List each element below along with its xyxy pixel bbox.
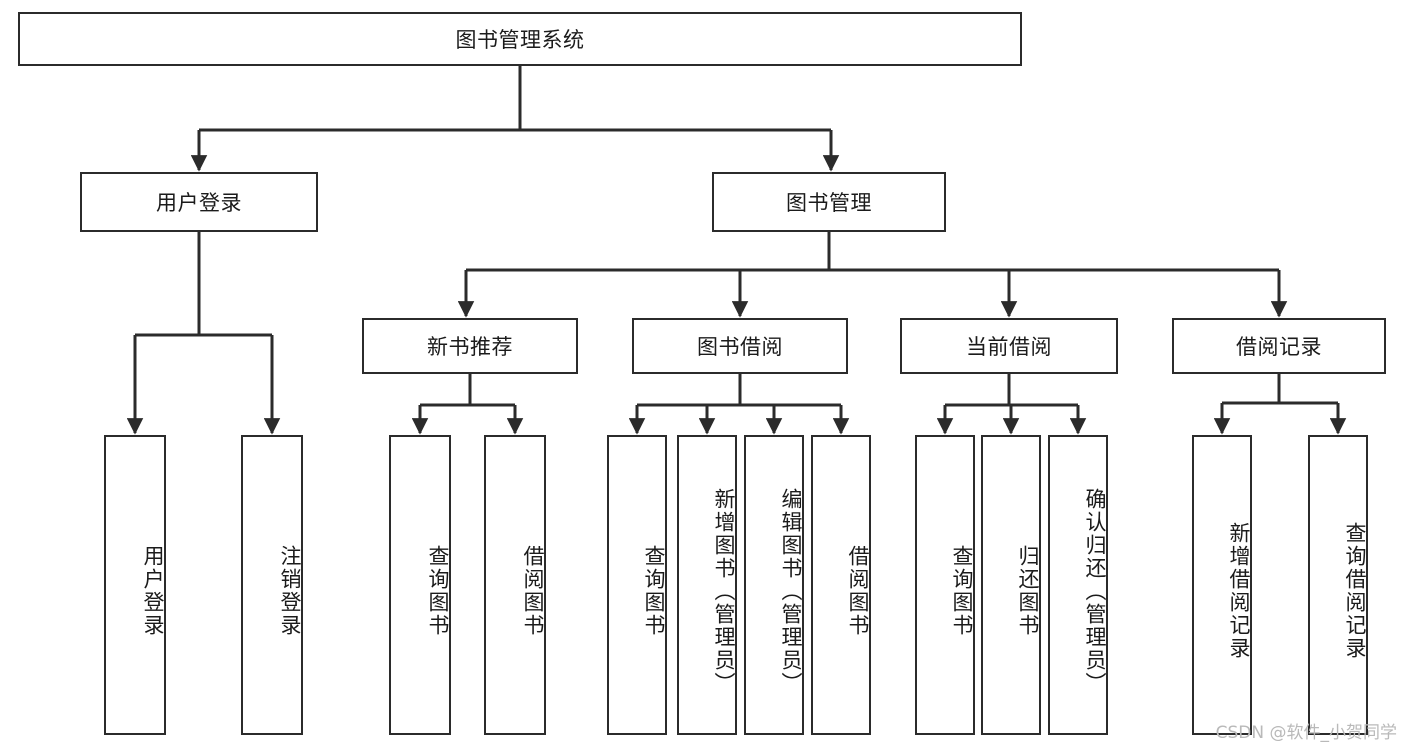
- node-leaf-query-borrow-record-label: 查询借阅记录: [1343, 522, 1367, 660]
- node-root-label: 图书管理系统: [455, 28, 585, 52]
- node-leaf-query-book-3[interactable]: 查询图书: [915, 435, 975, 735]
- node-borrow-record[interactable]: 借阅记录: [1172, 318, 1386, 374]
- node-leaf-logout[interactable]: 注销登录: [241, 435, 303, 735]
- node-leaf-borrow-book-1[interactable]: 借阅图书: [484, 435, 546, 735]
- node-leaf-query-book-2[interactable]: 查询图书: [607, 435, 667, 735]
- node-current-borrow[interactable]: 当前借阅: [900, 318, 1118, 374]
- node-leaf-borrow-book-1-label: 借阅图书: [521, 545, 545, 637]
- node-leaf-user-login-label: 用户登录: [141, 545, 165, 637]
- node-leaf-query-book-1[interactable]: 查询图书: [389, 435, 451, 735]
- node-leaf-add-borrow-record-label: 新增借阅记录: [1227, 522, 1251, 660]
- node-leaf-user-login[interactable]: 用户登录: [104, 435, 166, 735]
- watermark: CSDN @软件_小贺同学: [1215, 723, 1397, 743]
- node-leaf-return-book[interactable]: 归还图书: [981, 435, 1041, 735]
- node-leaf-query-book-3-label: 查询图书: [950, 545, 974, 637]
- node-leaf-borrow-book-2[interactable]: 借阅图书: [811, 435, 871, 735]
- node-root[interactable]: 图书管理系统: [18, 12, 1022, 66]
- node-leaf-query-book-2-label: 查询图书: [642, 545, 666, 637]
- node-leaf-query-borrow-record[interactable]: 查询借阅记录: [1308, 435, 1368, 735]
- node-leaf-add-book-admin-label: 新增图书（管理员）: [712, 487, 736, 695]
- node-borrow-record-label: 借阅记录: [1236, 335, 1322, 359]
- node-user-login-label: 用户登录: [156, 191, 242, 215]
- node-leaf-add-book-admin[interactable]: 新增图书（管理员）: [677, 435, 737, 735]
- node-new-book-recommend[interactable]: 新书推荐: [362, 318, 578, 374]
- node-leaf-edit-book-admin-label: 编辑图书（管理员）: [779, 487, 803, 695]
- node-leaf-add-borrow-record[interactable]: 新增借阅记录: [1192, 435, 1252, 735]
- node-leaf-query-book-1-label: 查询图书: [426, 545, 450, 637]
- node-current-borrow-label: 当前借阅: [966, 335, 1052, 359]
- node-leaf-borrow-book-2-label: 借阅图书: [846, 545, 870, 637]
- node-leaf-logout-label: 注销登录: [278, 545, 302, 637]
- node-leaf-edit-book-admin[interactable]: 编辑图书（管理员）: [744, 435, 804, 735]
- node-leaf-return-book-label: 归还图书: [1016, 545, 1040, 637]
- node-new-book-recommend-label: 新书推荐: [427, 335, 513, 359]
- node-user-login[interactable]: 用户登录: [80, 172, 318, 232]
- node-book-manage[interactable]: 图书管理: [712, 172, 946, 232]
- node-leaf-confirm-return-admin-label: 确认归还（管理员）: [1083, 487, 1107, 695]
- node-book-manage-label: 图书管理: [786, 191, 872, 215]
- node-book-borrow[interactable]: 图书借阅: [632, 318, 848, 374]
- node-leaf-confirm-return-admin[interactable]: 确认归还（管理员）: [1048, 435, 1108, 735]
- node-book-borrow-label: 图书借阅: [697, 335, 783, 359]
